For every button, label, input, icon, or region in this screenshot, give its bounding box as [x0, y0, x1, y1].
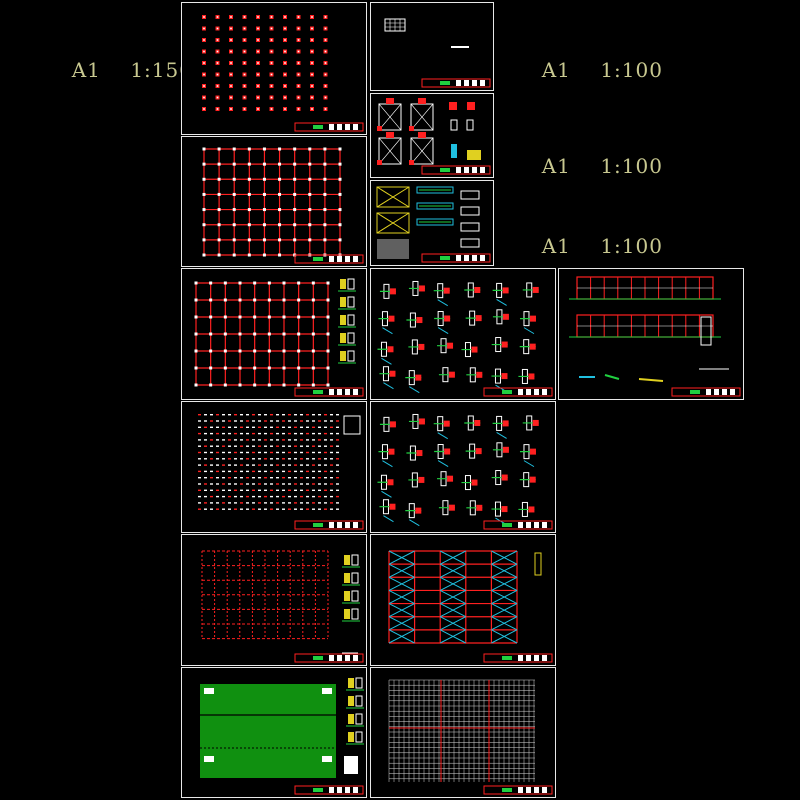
title-block: [294, 785, 364, 795]
sheet-dense-beam-plan[interactable]: [181, 401, 367, 533]
sheet-bracing-plan[interactable]: [370, 534, 556, 666]
sheet-drawing: [194, 278, 364, 397]
sheet-drawing: [384, 18, 491, 88]
sheet-table[interactable]: [370, 2, 494, 91]
sheet-size: A1: [541, 234, 571, 258]
sheet-drawing: [198, 414, 364, 530]
sheet-drawing: [388, 550, 553, 663]
title-block: [483, 387, 553, 397]
sheet-column-details[interactable]: [370, 93, 494, 178]
truss-details: [376, 186, 480, 259]
title-block: [294, 520, 364, 530]
title-block: [483, 520, 553, 530]
title-block: [421, 253, 491, 263]
side-details: [342, 554, 360, 622]
sheet-drawing: [377, 280, 553, 397]
column-section-details: [377, 98, 481, 165]
sheet-drawing: [202, 147, 364, 264]
frame-elevations: [569, 276, 729, 382]
title-block: [294, 254, 364, 264]
sheet-drawing: [377, 98, 491, 175]
scale-label-2: A1 1:100: [527, 34, 663, 82]
title-block: [483, 785, 553, 795]
scale-label-1: A1 1:150: [57, 34, 193, 82]
sheet-size: A1: [541, 58, 571, 82]
scale: 1:100: [600, 234, 663, 258]
title-block: [421, 165, 491, 175]
side-details: [346, 677, 364, 745]
sheet-drawing: [569, 276, 741, 397]
sheet-size: A1: [541, 154, 571, 178]
title-block: [294, 653, 364, 663]
sheet-drawing: [200, 677, 364, 795]
title-block: [294, 122, 364, 132]
slab-area: [200, 684, 358, 778]
scale: 1:100: [600, 154, 663, 178]
sheet-drawing: [377, 413, 553, 530]
sheet-drawing: [201, 550, 364, 663]
side-details: [338, 278, 356, 364]
sheet-grid-plan-with-details[interactable]: [181, 268, 367, 400]
scale-label-4: A1 1:100: [527, 210, 663, 258]
sheet-misc-details[interactable]: [370, 180, 494, 266]
bracing-grid: [388, 550, 542, 644]
title-block: [483, 653, 553, 663]
detail-cluster: [377, 280, 539, 394]
roof-framing: [388, 679, 547, 787]
scale-label-3: A1 1:100: [527, 130, 663, 178]
column-dot-grid: [202, 15, 328, 111]
sheet-joint-details-2[interactable]: [370, 401, 556, 533]
schedule-table: [384, 18, 469, 48]
sheet-grid-plan-1[interactable]: [181, 136, 367, 267]
sheet-joint-details-1[interactable]: [370, 268, 556, 400]
title-block: [671, 387, 741, 397]
sheet-drawing: [202, 15, 364, 132]
sheet-beam-plan[interactable]: [181, 534, 367, 666]
dense-beam-grid: [198, 414, 361, 510]
sheet-drawing: [376, 186, 491, 263]
sheet-slab-plan[interactable]: [181, 667, 367, 798]
sheet-drawing: [388, 679, 553, 795]
beam-layout: [201, 550, 358, 654]
structural-grid: [194, 281, 330, 387]
scale: 1:100: [600, 58, 663, 82]
detail-cluster: [377, 413, 539, 527]
title-block: [294, 387, 364, 397]
sheet-elevations[interactable]: [558, 268, 744, 400]
structural-grid: [202, 147, 342, 257]
title-block: [421, 78, 491, 88]
sheet-size: A1: [71, 58, 101, 82]
sheet-column-layout-plan[interactable]: [181, 2, 367, 135]
sheet-roof-plan[interactable]: [370, 667, 556, 798]
